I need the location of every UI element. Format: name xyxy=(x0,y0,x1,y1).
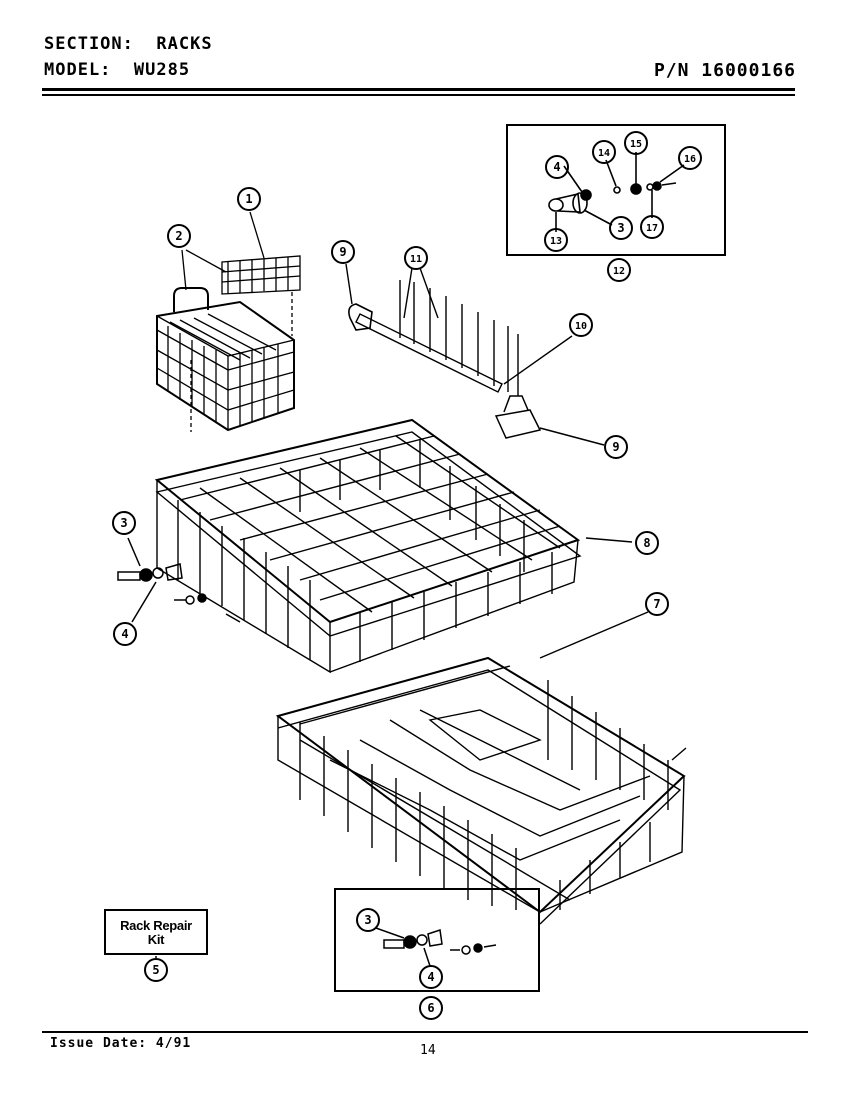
silverware-basket xyxy=(156,211,301,432)
callout-2 xyxy=(167,224,191,248)
callout-3-detail6-text: 3 xyxy=(364,913,371,927)
callout-4-upper xyxy=(113,622,137,646)
callout-17-text: 17 xyxy=(646,223,658,234)
callout-4-detail6 xyxy=(419,965,443,989)
callout-5-text: 5 xyxy=(152,963,159,977)
callout-1-text: 1 xyxy=(245,192,252,206)
callout-16-text: 16 xyxy=(684,154,696,165)
page-number: 14 xyxy=(420,1043,436,1058)
lower-rack xyxy=(275,611,687,925)
section-value: RACKS xyxy=(156,34,213,54)
cup-shelf xyxy=(345,263,573,396)
detail-box-6 xyxy=(334,888,540,992)
callout-3-detail12 xyxy=(609,216,633,240)
lower-rack-hardware xyxy=(375,927,497,967)
callout-7-text: 7 xyxy=(653,597,660,611)
model-label: MODEL: xyxy=(44,60,112,80)
footer-rule xyxy=(42,1031,808,1033)
callout-9-bracket-text: 9 xyxy=(612,440,619,454)
callout-10 xyxy=(569,313,593,337)
callout-12 xyxy=(607,258,631,282)
callout-3-detail12-text: 3 xyxy=(617,221,624,235)
callout-6 xyxy=(419,996,443,1020)
header-rule-top xyxy=(42,88,795,91)
callout-bubbles xyxy=(112,131,702,1020)
callout-13 xyxy=(544,228,568,252)
callout-15-text: 15 xyxy=(630,139,642,150)
callout-3-upper xyxy=(112,511,136,535)
callout-7 xyxy=(645,592,669,616)
section-header: SECTION: RACKS xyxy=(44,34,213,54)
callout-4-detail12 xyxy=(545,155,569,179)
shelf-bracket-9 xyxy=(494,395,605,446)
callout-15 xyxy=(624,131,648,155)
callout-4-detail12-text: 4 xyxy=(553,160,560,174)
callout-3-upper-text: 3 xyxy=(120,516,127,530)
callout-1 xyxy=(237,187,261,211)
callout-14 xyxy=(592,140,616,164)
model-value: WU285 xyxy=(133,60,191,80)
part-number: P/N 16000166 xyxy=(653,60,796,81)
kit-label-line1: Rack Repair xyxy=(120,918,192,933)
detail-box-12 xyxy=(506,124,726,256)
bracket-assembly-detail xyxy=(548,152,685,232)
callout-8 xyxy=(635,531,659,555)
callout-17 xyxy=(640,215,664,239)
callout-numbers: 1 2 3 4 5 6 7 8 9 9 10 11 12 13 14 15 16… xyxy=(120,139,696,1015)
header-rule-bottom xyxy=(42,94,795,96)
callout-2-text: 2 xyxy=(175,229,182,243)
callout-9-shelf xyxy=(331,240,355,264)
callout-12-text: 12 xyxy=(613,266,625,277)
callout-4-detail6-text: 4 xyxy=(427,970,434,984)
kit-label-line2: Kit xyxy=(147,932,165,947)
callout-4-upper-text: 4 xyxy=(121,627,128,641)
callout-11-text: 11 xyxy=(410,254,422,265)
callout-5 xyxy=(144,958,168,982)
rack-repair-kit-box: Rack Repair Kit xyxy=(104,909,208,955)
section-label: SECTION: xyxy=(44,34,134,54)
callout-14-text: 14 xyxy=(598,148,610,159)
callout-10-text: 10 xyxy=(575,321,587,332)
upper-rack-hardware xyxy=(117,537,241,623)
callout-16 xyxy=(678,146,702,170)
callout-8-text: 8 xyxy=(643,536,650,550)
issue-date: Issue Date: 4/91 xyxy=(50,1036,192,1051)
upper-rack xyxy=(154,418,633,674)
callout-9-bracket xyxy=(604,435,628,459)
model-header: MODEL: WU285 xyxy=(44,60,190,80)
callout-3-detail6 xyxy=(356,908,380,932)
callout-6-text: 6 xyxy=(427,1001,434,1015)
callout-9-shelf-text: 9 xyxy=(339,245,346,259)
callout-13-text: 13 xyxy=(550,236,562,247)
callout-11 xyxy=(404,246,428,270)
